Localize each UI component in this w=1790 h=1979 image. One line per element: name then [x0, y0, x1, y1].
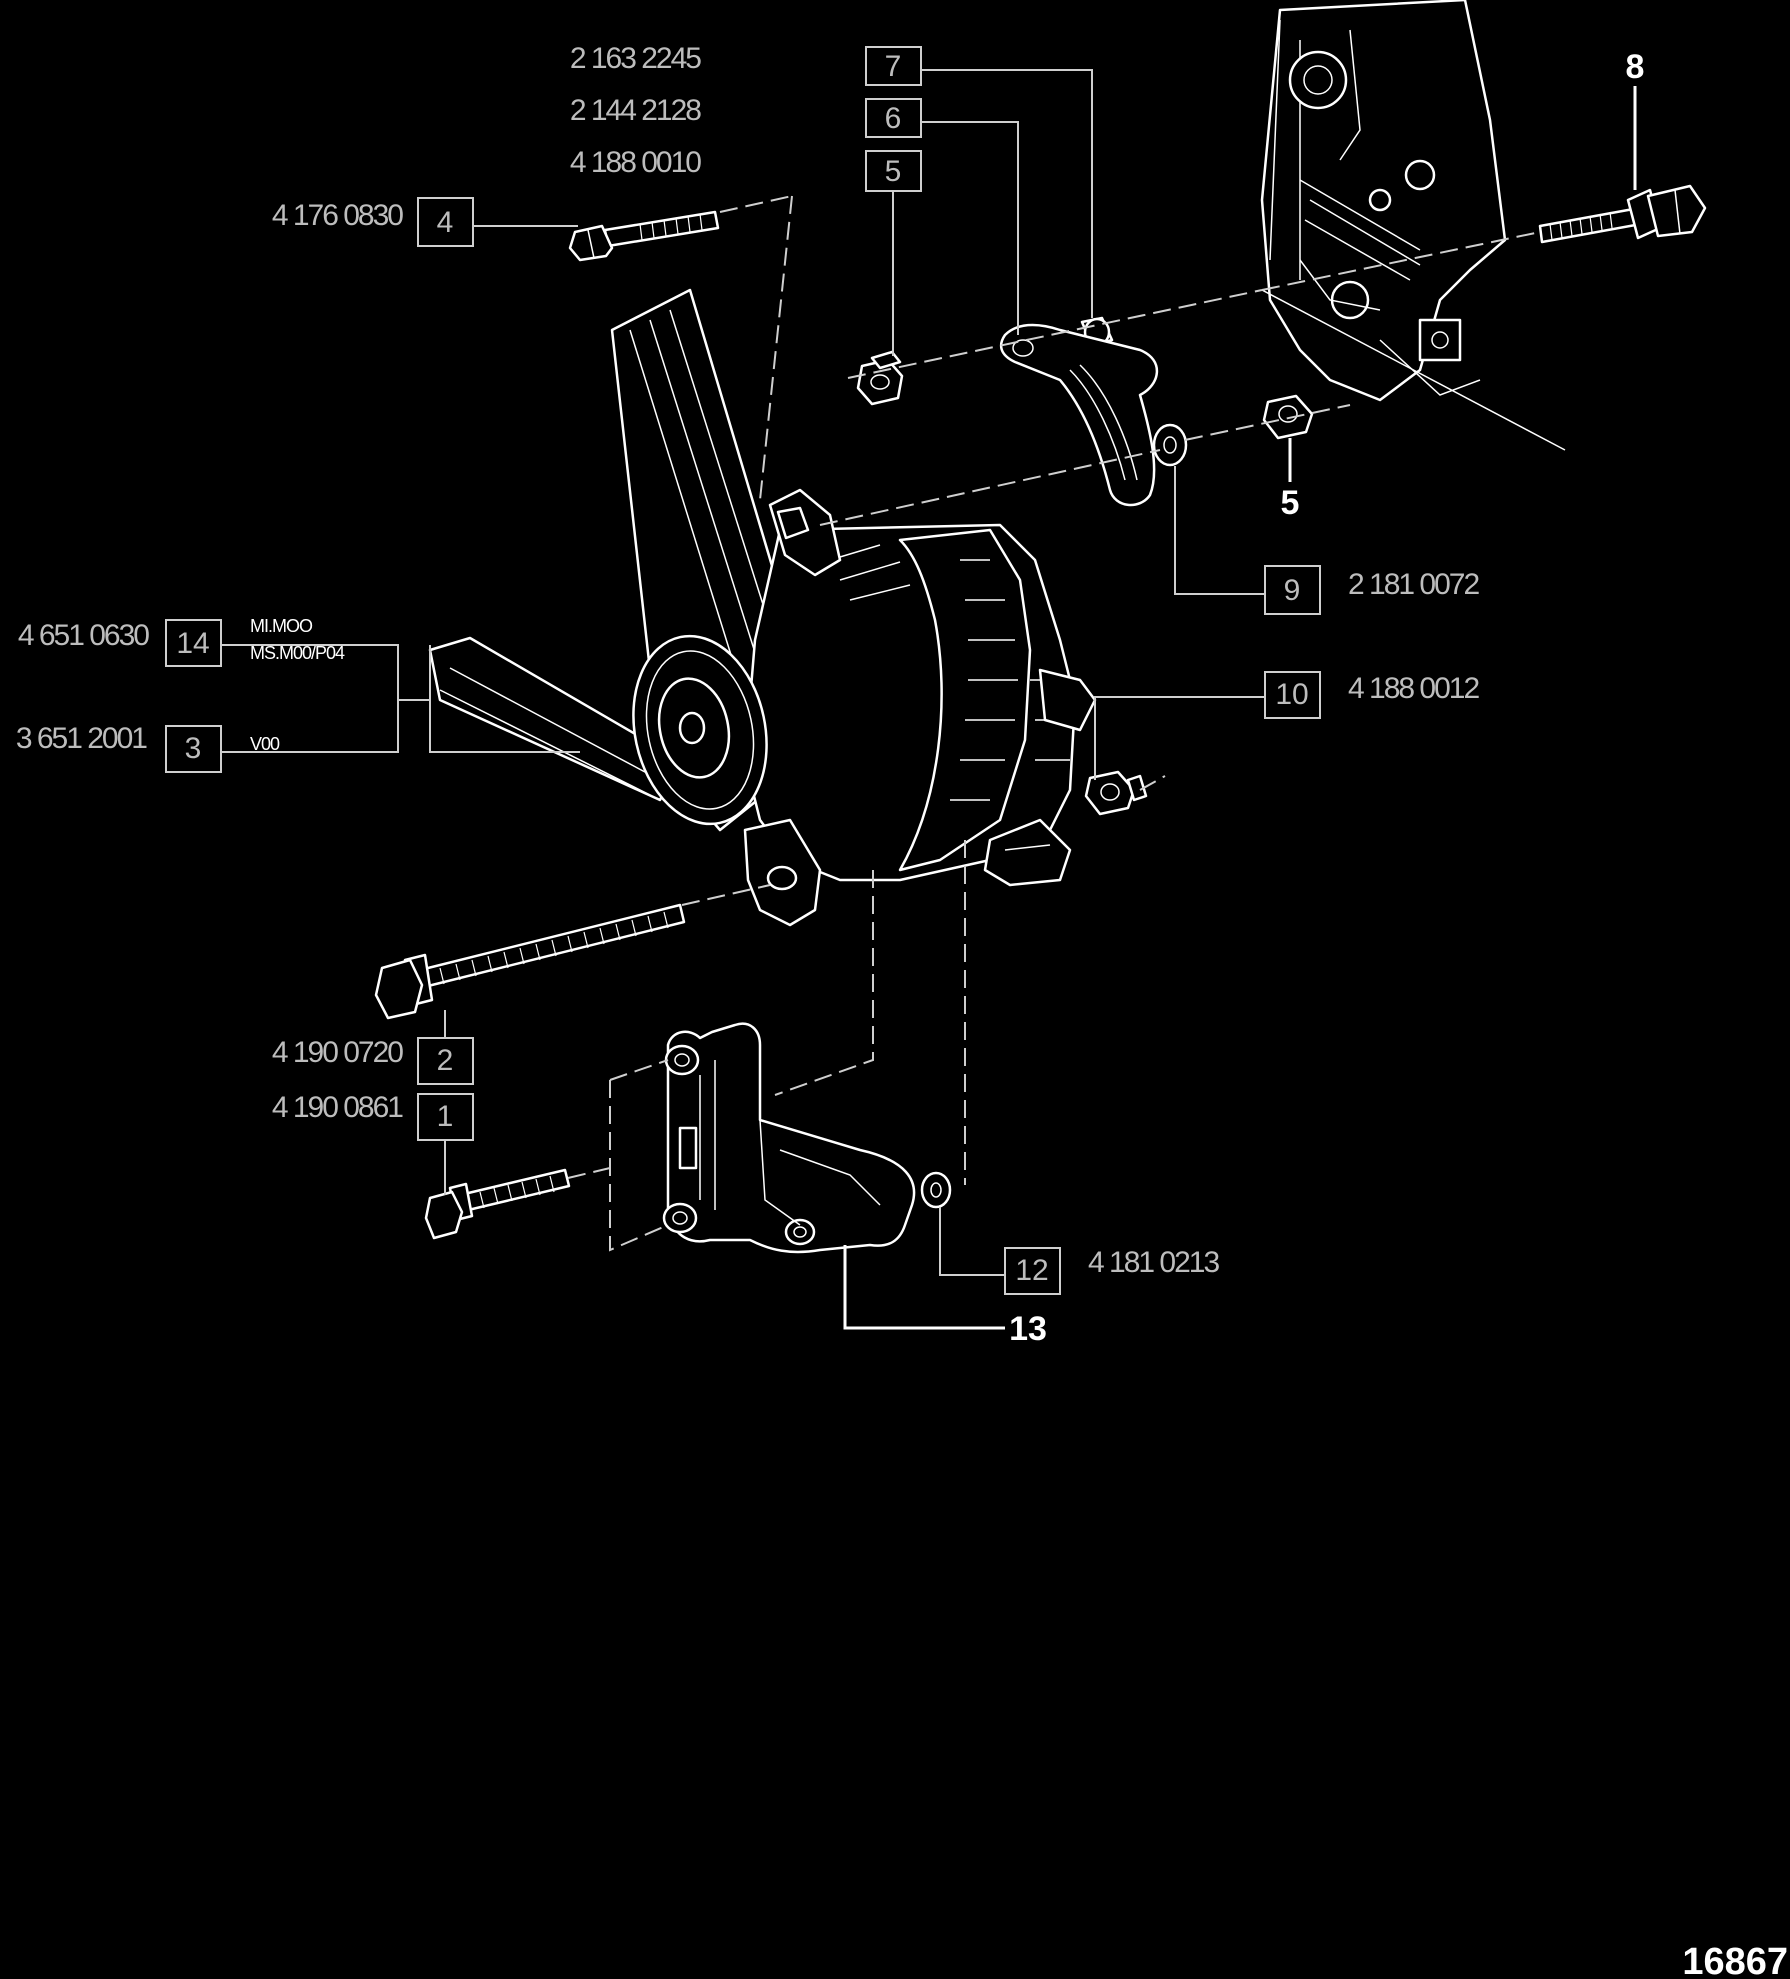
engine-block: [1260, 0, 1566, 451]
part-number-3: 3 651 2001: [16, 722, 147, 755]
callout-2: 4 190 0720 2: [272, 1010, 474, 1085]
washer-9: [1152, 423, 1188, 467]
alternator: [743, 488, 1097, 927]
callout-number-9: 9: [1284, 574, 1301, 607]
alignment-lines: [567, 195, 1541, 1252]
part-number-10: 4 188 0012: [1348, 672, 1479, 705]
note-14-a: MI.MOO: [250, 616, 313, 636]
bold-ref-13: 13: [843, 1245, 1047, 1348]
long-bolt-2: [374, 903, 686, 1020]
washer-12: [920, 1171, 952, 1209]
callout-number-14: 14: [176, 627, 209, 660]
nut-5-right: [1262, 394, 1314, 440]
nut-5-upper: [856, 350, 904, 406]
callout-6: 2 144 2128 6: [570, 94, 1019, 335]
note-14-b: MS.M00/P04: [250, 643, 345, 663]
note-3: V00: [250, 734, 280, 754]
callout-number-3: 3: [185, 732, 202, 765]
callout-number-5: 5: [885, 155, 902, 188]
nut-10: [1084, 770, 1148, 816]
callout-number-10: 10: [1275, 678, 1308, 711]
callout-number-2: 2: [437, 1044, 454, 1077]
callout-10: 10 4 188 0012: [1094, 671, 1481, 780]
pulley: [632, 634, 768, 826]
part-number-2: 4 190 0720: [272, 1036, 403, 1069]
part-number-9: 2 181 0072: [1348, 568, 1479, 601]
callout-14: 4 651 0630 14 MI.MOO MS.M00/P04: [18, 616, 430, 701]
callout-number-1: 1: [437, 1100, 454, 1133]
callout-4: 4 176 0830 4: [272, 197, 578, 247]
callout-3: 3 651 2001 3 V00: [16, 645, 580, 773]
callout-number-12: 12: [1015, 1254, 1048, 1287]
callout-number-7: 7: [885, 50, 902, 83]
bolt-4: [568, 210, 720, 262]
callout-9: 9 2 181 0072: [1174, 466, 1481, 615]
bolt-8: [1538, 184, 1707, 244]
callout-12: 12 4 181 0213: [939, 1207, 1221, 1295]
part-number-7: 2 163 2245: [570, 42, 701, 75]
part-number-5: 4 188 0010: [570, 146, 701, 179]
callout-5: 4 188 0010 5: [570, 146, 922, 356]
mounting-bracket-13: [662, 1022, 916, 1254]
ref-number-5: 5: [1281, 484, 1300, 522]
bold-ref-5: 5: [1281, 438, 1300, 522]
part-number-14: 4 651 0630: [18, 619, 149, 652]
callout-number-6: 6: [885, 102, 902, 135]
callout-1: 4 190 0861 1: [272, 1091, 474, 1195]
ref-number-8: 8: [1626, 48, 1645, 86]
callout-number-4: 4: [437, 206, 454, 239]
part-number-12: 4 181 0213: [1088, 1246, 1219, 1279]
tension-bracket-6: [999, 323, 1159, 507]
part-number-4: 4 176 0830: [272, 199, 403, 232]
part-number-6: 2 144 2128: [570, 94, 701, 127]
callout-7: 2 163 2245 7: [570, 42, 1093, 318]
bold-ref-8: 8: [1626, 48, 1645, 190]
bolt-1: [424, 1168, 571, 1240]
part-number-1: 4 190 0861: [272, 1091, 403, 1124]
diagram-id: 16867: [1682, 1941, 1788, 1979]
ref-number-13: 13: [1009, 1310, 1047, 1348]
